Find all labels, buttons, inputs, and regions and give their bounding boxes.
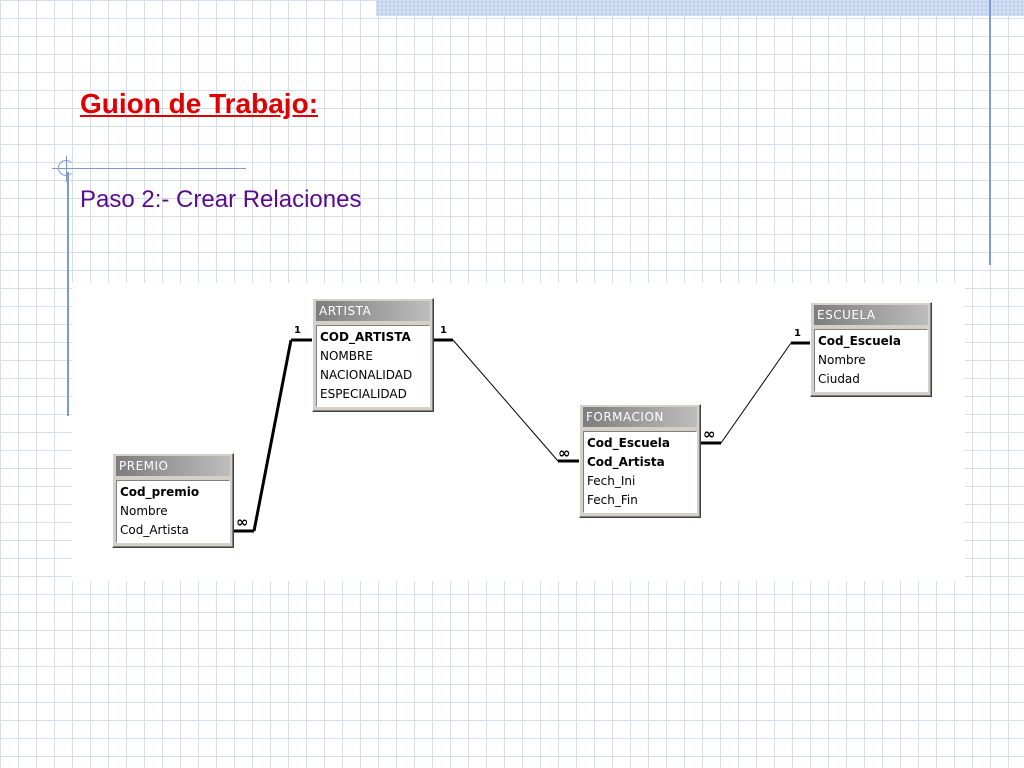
field-ciudad[interactable]: Ciudad [818,372,860,386]
field-fech-ini[interactable]: Fech_Ini [587,474,636,488]
relation-artista-formacion: 1 ∞ [434,325,579,463]
table-escuela-title[interactable]: ESCUELA [814,305,928,325]
field-cod-artista[interactable]: Cod_Artista [587,455,665,469]
relation-artista-premio-line [252,339,293,532]
table-formacion-fields: Cod_Escuela Cod_Artista Fech_Ini Fech_Fi… [583,431,697,513]
relation-artista-premio-one-label: 1 [294,325,301,336]
relation-escuela-formacion-many-label: ∞ [703,425,716,443]
field-nacionalidad[interactable]: NACIONALIDAD [320,368,413,382]
table-artista-title[interactable]: ARTISTA [316,301,430,321]
slide-subtitle: Paso 2:- Crear Relaciones [80,186,362,213]
relation-artista-premio-many-label: ∞ [236,513,249,531]
table-escuela[interactable]: ESCUELA Cod_Escuela Nombre Ciudad [810,302,932,397]
table-artista[interactable]: ARTISTA COD_ARTISTA NOMBRE NACIONALIDAD … [312,298,434,412]
relation-escuela-formacion-line [720,342,792,444]
crosshair-mark-circle [58,160,74,176]
relationships-canvas: 1 ∞ 1 ∞ 1 ∞ ARTISTA COD_ARTISTA NOMBRE N… [72,283,965,581]
relation-artista-formacion-many-label: ∞ [558,444,571,462]
field-cod-artista[interactable]: COD_ARTISTA [320,330,411,344]
slide-title: Guion de Trabajo: [80,88,319,119]
relation-escuela-formacion: 1 ∞ [701,328,810,445]
relation-artista-formacion-line [452,339,559,462]
relationship-lines: 1 ∞ 1 ∞ 1 ∞ [234,325,810,533]
table-premio[interactable]: PREMIO Cod_premio Nombre Cod_Artista [112,453,234,548]
relation-escuela-formacion-one-label: 1 [794,328,801,339]
field-cod-escuela[interactable]: Cod_Escuela [587,436,670,450]
left-accent-line [67,172,69,416]
title-underline-rule [52,168,246,169]
field-cod-artista[interactable]: Cod_Artista [120,523,189,537]
table-formacion[interactable]: FORMACION Cod_Escuela Cod_Artista Fech_I… [579,404,701,518]
right-accent-line [989,0,991,265]
field-cod-premio[interactable]: Cod_premio [120,485,200,499]
table-escuela-fields: Cod_Escuela Nombre Ciudad [814,329,928,392]
field-cod-escuela[interactable]: Cod_Escuela [818,334,901,348]
field-fech-fin[interactable]: Fech_Fin [587,493,638,507]
table-formacion-title[interactable]: FORMACION [583,407,697,427]
field-nombre[interactable]: NOMBRE [320,349,373,363]
relation-artista-premio: 1 ∞ [234,325,312,533]
table-artista-fields: COD_ARTISTA NOMBRE NACIONALIDAD ESPECIAL… [316,325,430,407]
field-nombre[interactable]: Nombre [120,504,168,518]
table-premio-fields: Cod_premio Nombre Cod_Artista [116,480,230,543]
table-premio-title[interactable]: PREMIO [116,456,230,476]
top-decorative-band [376,0,1024,16]
field-especialidad[interactable]: ESPECIALIDAD [320,387,407,401]
field-nombre[interactable]: Nombre [818,353,866,367]
relation-artista-formacion-one-label: 1 [440,325,447,336]
